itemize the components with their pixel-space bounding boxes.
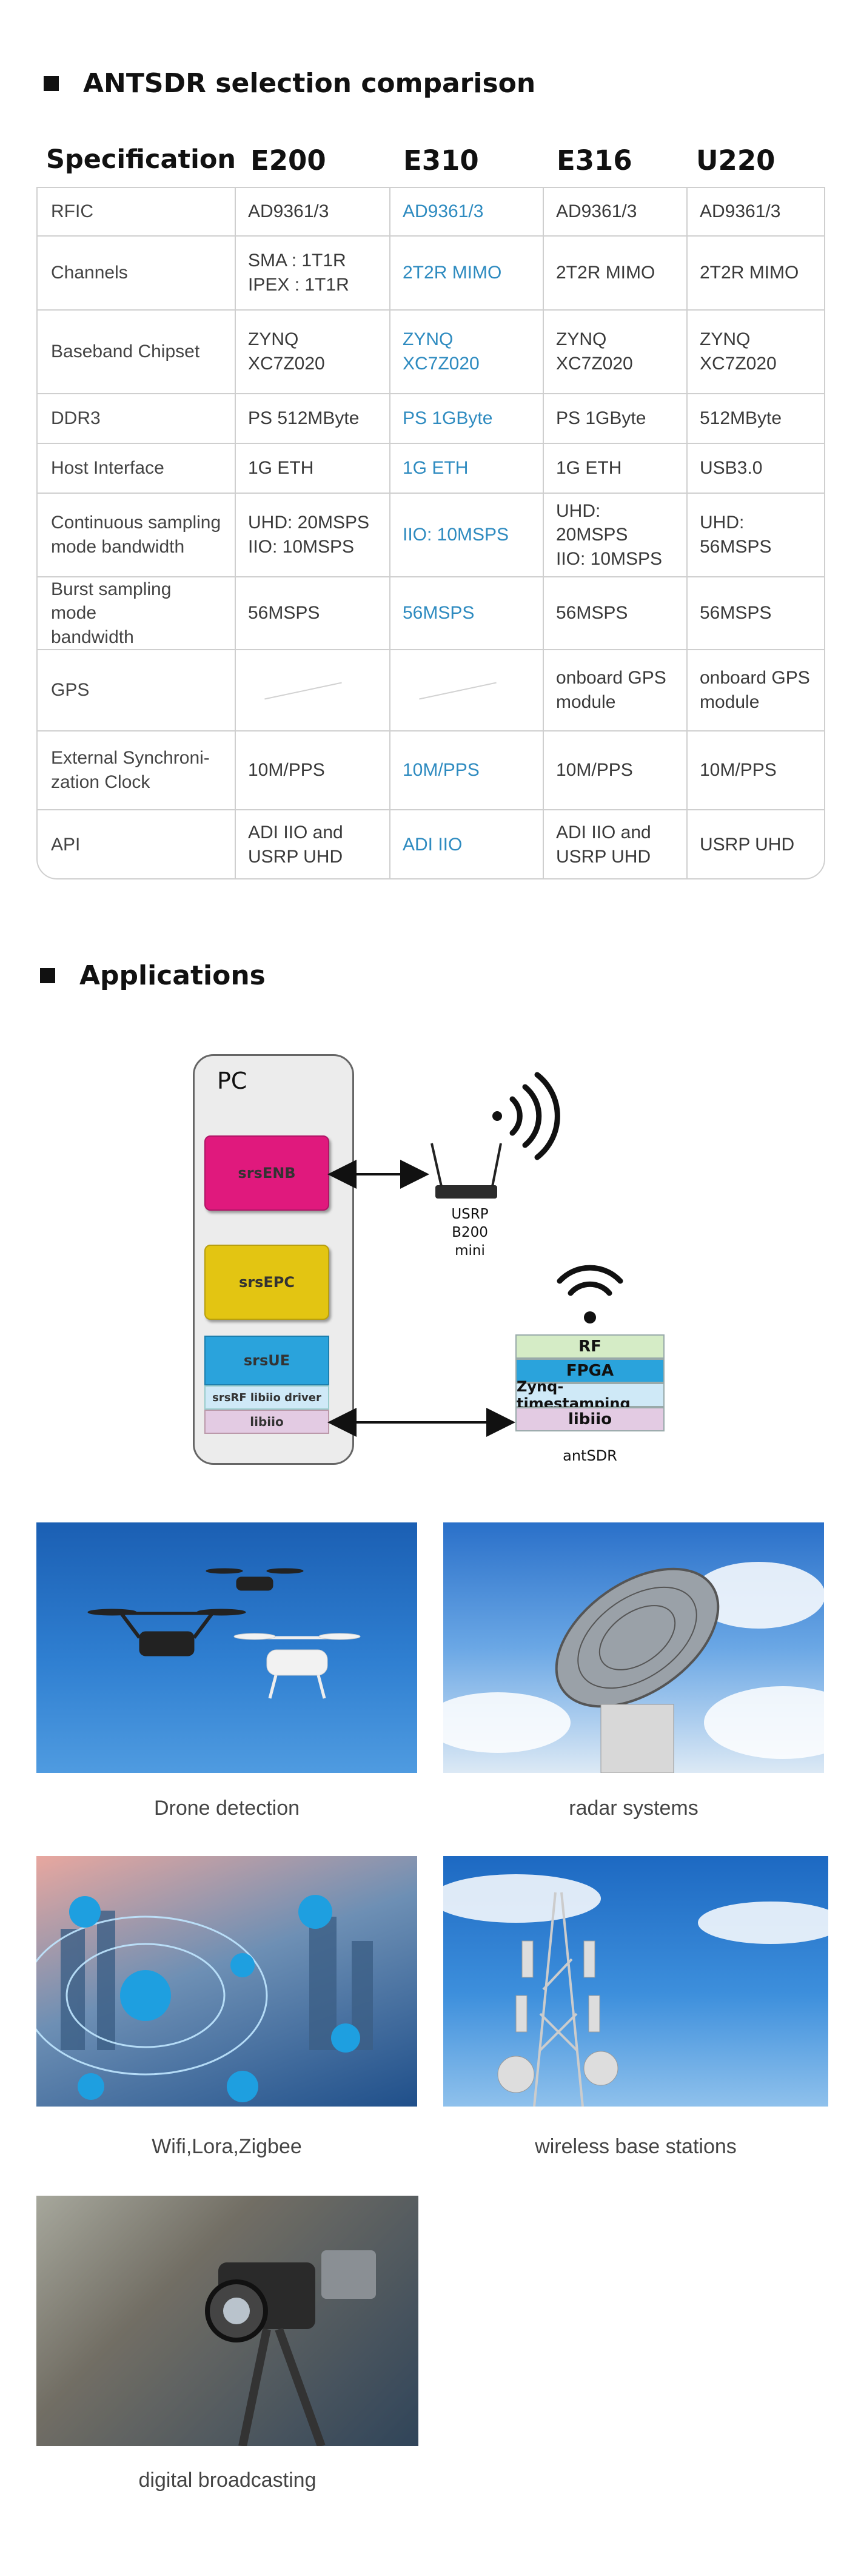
- table-cell: onboard GPS module: [700, 668, 810, 712]
- wifi-icon: [557, 1265, 623, 1323]
- drone-photo: [36, 1522, 417, 1773]
- table-row-label: API: [51, 835, 81, 855]
- comparison-section-title: ANTSDR selection comparison: [44, 68, 535, 99]
- caption-wifi-lora-zigbee: Wifi,Lora,Zigbee: [152, 2135, 302, 2158]
- broadcast-camera-photo: [36, 2196, 418, 2446]
- table-cell: onboard GPS module: [556, 668, 666, 712]
- radar-dish-photo: [443, 1522, 824, 1773]
- antsdr-label: antSDR: [563, 1447, 617, 1464]
- table-row-label: Continuous sampling mode bandwidth: [51, 513, 221, 557]
- table-cell: 1G ETH: [248, 458, 314, 479]
- table-cell: IIO: 10MSPS: [403, 525, 509, 545]
- table-cell: 56MSPS: [403, 603, 475, 624]
- table-cell: ADI IIO: [403, 835, 463, 855]
- table-row-divider: [36, 493, 825, 494]
- caption-digital-broadcasting: digital broadcasting: [138, 2469, 317, 2492]
- table-cell: UHD: 20MSPS IIO: 10MSPS: [556, 500, 663, 569]
- table-header-e200: E200: [250, 144, 326, 177]
- table-cell: [235, 650, 389, 730]
- table-row-label: Channels: [51, 263, 128, 283]
- table-row-label: External Synchroni- zation Clock: [51, 748, 210, 792]
- table-row-divider: [36, 649, 825, 650]
- table-cell: ADI IIO and USRP UHD: [556, 822, 651, 867]
- table-row-label: GPS: [51, 680, 90, 701]
- pc-label: PC: [217, 1068, 247, 1094]
- table-row-label: DDR3: [51, 408, 101, 429]
- table-cell: 1G ETH: [403, 458, 469, 479]
- table-cell: 56MSPS: [700, 603, 772, 624]
- table-cell: PS 1GByte: [403, 408, 493, 429]
- table-header-e310: E310: [403, 144, 479, 177]
- table-row-divider: [36, 393, 825, 394]
- table-row-label: RFIC: [51, 201, 93, 222]
- table-cell: 10M/PPS: [556, 760, 633, 781]
- libiio-pc-block: libiio: [204, 1410, 329, 1434]
- table-row-divider: [36, 309, 825, 311]
- table-cell: 56MSPS: [248, 603, 320, 624]
- caption-drone-detection: Drone detection: [153, 1797, 300, 1820]
- zynq-timestamping-layer: Zynq-timestamping: [515, 1378, 665, 1412]
- table-cell: 10M/PPS: [248, 760, 325, 781]
- table-row-divider: [36, 730, 825, 731]
- usrp-device-icon: [430, 1143, 502, 1199]
- diagram-connectors: [327, 1072, 623, 1437]
- table-row-label: Baseband Chipset: [51, 341, 200, 362]
- table-cell: 1G ETH: [556, 458, 622, 479]
- usrp-label: USRP B200 mini: [451, 1206, 489, 1259]
- signal-waves-icon: [492, 1072, 560, 1160]
- table-cell: 512MByte: [700, 408, 782, 429]
- srsrf-driver-block: srsRF libiio driver: [204, 1385, 329, 1410]
- table-cell: ZYNQ XC7Z020: [248, 329, 325, 374]
- table-cell: UHD: 56MSPS: [700, 513, 772, 557]
- fpga-layer: FPGA: [515, 1359, 665, 1383]
- table-cell: ZYNQ XC7Z020: [403, 329, 480, 374]
- table-header-u220: U220: [696, 144, 776, 177]
- caption-radar-systems: radar systems: [569, 1797, 699, 1820]
- libiio-antsdr-layer: libiio: [515, 1407, 665, 1431]
- table-cell: 56MSPS: [556, 603, 628, 624]
- cell-tower-photo: [443, 1856, 828, 2107]
- table-cell: ZYNQ XC7Z020: [700, 329, 777, 374]
- table-cell: 2T2R MIMO: [700, 263, 799, 283]
- table-column-divider: [686, 187, 688, 879]
- comparison-table: [36, 187, 825, 879]
- table-row-label: Burst sampling mode bandwidth: [51, 579, 172, 647]
- square-bullet-icon: [44, 76, 59, 91]
- table-cell: AD9361/3: [700, 201, 781, 222]
- table-cell: 2T2R MIMO: [403, 263, 502, 283]
- table-row-divider: [36, 809, 825, 810]
- table-cell: ZYNQ XC7Z020: [556, 329, 633, 374]
- caption-wireless-base-stations: wireless base stations: [535, 2135, 737, 2158]
- table-cell: AD9361/3: [248, 201, 329, 222]
- srsue-block: srsUE: [204, 1336, 329, 1385]
- table-cell: ADI IIO and USRP UHD: [248, 822, 343, 867]
- table-cell: AD9361/3: [556, 201, 637, 222]
- table-column-divider: [543, 187, 544, 879]
- table-row-divider: [36, 576, 825, 577]
- table-cell: [389, 650, 543, 730]
- table-header-e316: E316: [557, 144, 632, 177]
- table-cell: PS 512MByte: [248, 408, 360, 429]
- table-row-divider: [36, 235, 825, 237]
- table-column-divider: [389, 187, 390, 879]
- table-cell: UHD: 20MSPS IIO: 10MSPS: [248, 513, 370, 557]
- table-cell: 2T2R MIMO: [556, 263, 655, 283]
- table-cell: PS 1GByte: [556, 408, 646, 429]
- srsepc-block: srsEPC: [204, 1245, 329, 1320]
- table-cell: 10M/PPS: [403, 760, 480, 781]
- table-cell: 10M/PPS: [700, 760, 777, 781]
- table-row-label: Host Interface: [51, 458, 164, 479]
- table-row-divider: [36, 443, 825, 444]
- table-cell: USB3.0: [700, 458, 763, 479]
- table-cell: SMA : 1T1R IPEX : 1T1R: [248, 251, 349, 295]
- square-bullet-icon: [40, 968, 55, 983]
- applications-section-title: Applications: [40, 960, 266, 991]
- table-cell: AD9361/3: [403, 201, 484, 222]
- rf-layer: RF: [515, 1334, 665, 1359]
- table-column-divider: [235, 187, 236, 879]
- smart-city-photo: [36, 1856, 417, 2107]
- table-header-specification: Specification: [46, 144, 236, 175]
- table-cell: USRP UHD: [700, 835, 795, 855]
